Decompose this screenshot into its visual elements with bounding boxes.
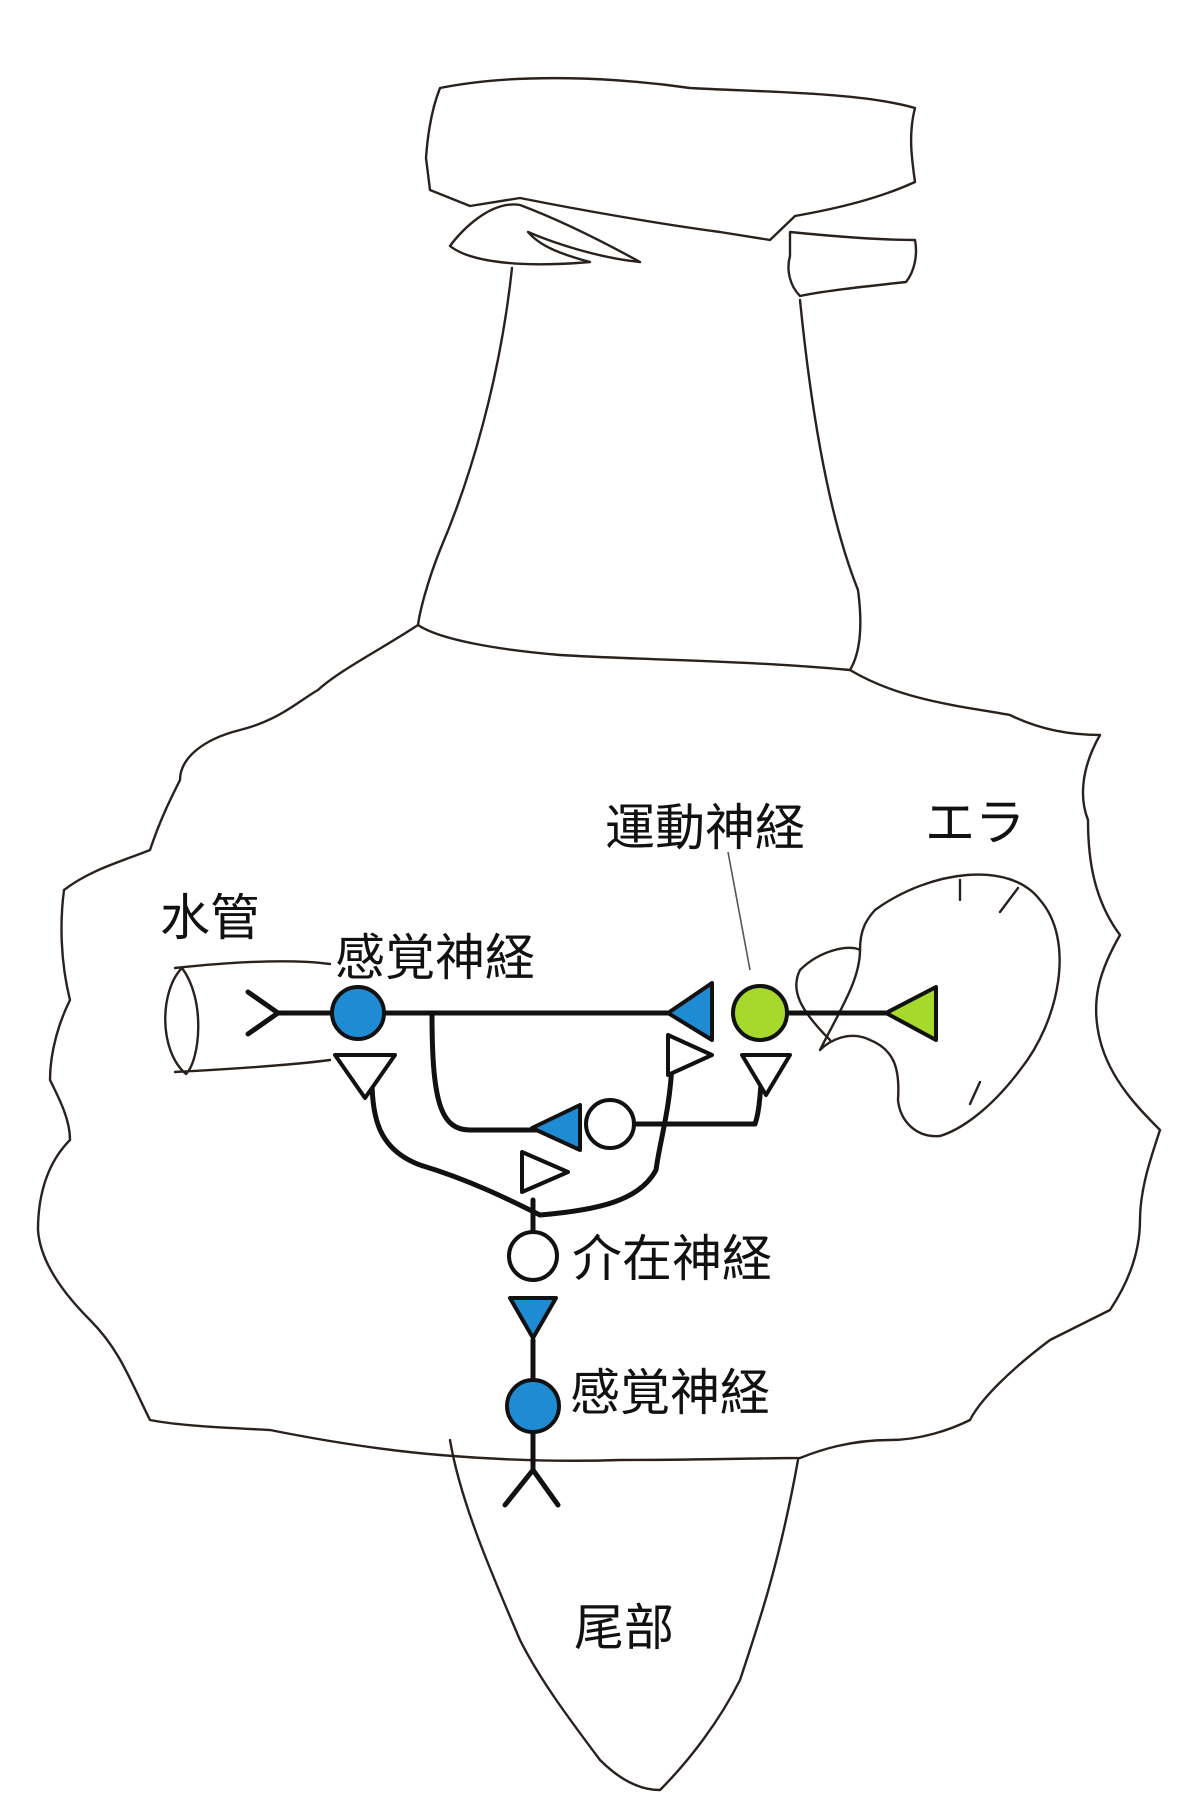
right-fold [787,230,918,298]
animal-outline [36,76,1162,1792]
interneuron-upper [584,1098,636,1150]
synapse-tail-on-interneuron [520,1150,570,1194]
interneuron-axon [633,1072,765,1127]
gill-mantle-line [795,946,862,1042]
left-fold [448,203,642,266]
synapse-interneuron-to-motor [666,1033,714,1077]
motor-label-leader [727,851,751,971]
labels: 水管 感覚神経 運動神経 エラ 介在神経 感覚神経 尾部 [160,794,1025,1657]
label-tail: 尾部 [574,1599,674,1657]
gill-fold [958,878,1020,1106]
label-sensory-neuron-siphon: 感覚神経 [335,929,535,987]
siphon-outline [164,960,332,1076]
synapses [333,981,938,1340]
tail-sensory-input [502,1427,561,1508]
siphon-sensory-neuron [330,985,386,1041]
motor-neuron [731,984,789,1042]
interneuron [507,1230,559,1282]
interneuron-loop [537,1060,675,1218]
label-motor-neuron: 運動神経 [605,799,805,857]
label-sensory-neuron-tail: 感覚神経 [570,1364,770,1422]
synapse-motor-to-gill [884,985,938,1042]
neurons [330,984,789,1434]
synapse-motor-dendrite [740,1053,792,1097]
neck-outline [416,266,862,672]
label-interneuron: 介在神経 [572,1230,772,1288]
body-outline [36,623,1162,1462]
synapse-tail-sensory-to-interneuron [508,1296,558,1340]
synapse-sensory-to-interneuron [530,1103,582,1152]
label-water-tube: 水管 [160,889,260,947]
synapse-sensory-dendrite-left [333,1053,397,1100]
siphon-sensory-input-branch [245,989,281,1037]
gill-outline [818,873,1061,1138]
sensory-to-motor-branch [429,1010,548,1133]
sensory-to-interneuron-path [369,1077,543,1218]
tail-outline [448,1438,800,1792]
tail-sensory-neuron [505,1378,561,1434]
label-gill: エラ [925,794,1025,852]
synapse-sensory-to-motor [666,981,714,1042]
head-outline [424,76,917,242]
